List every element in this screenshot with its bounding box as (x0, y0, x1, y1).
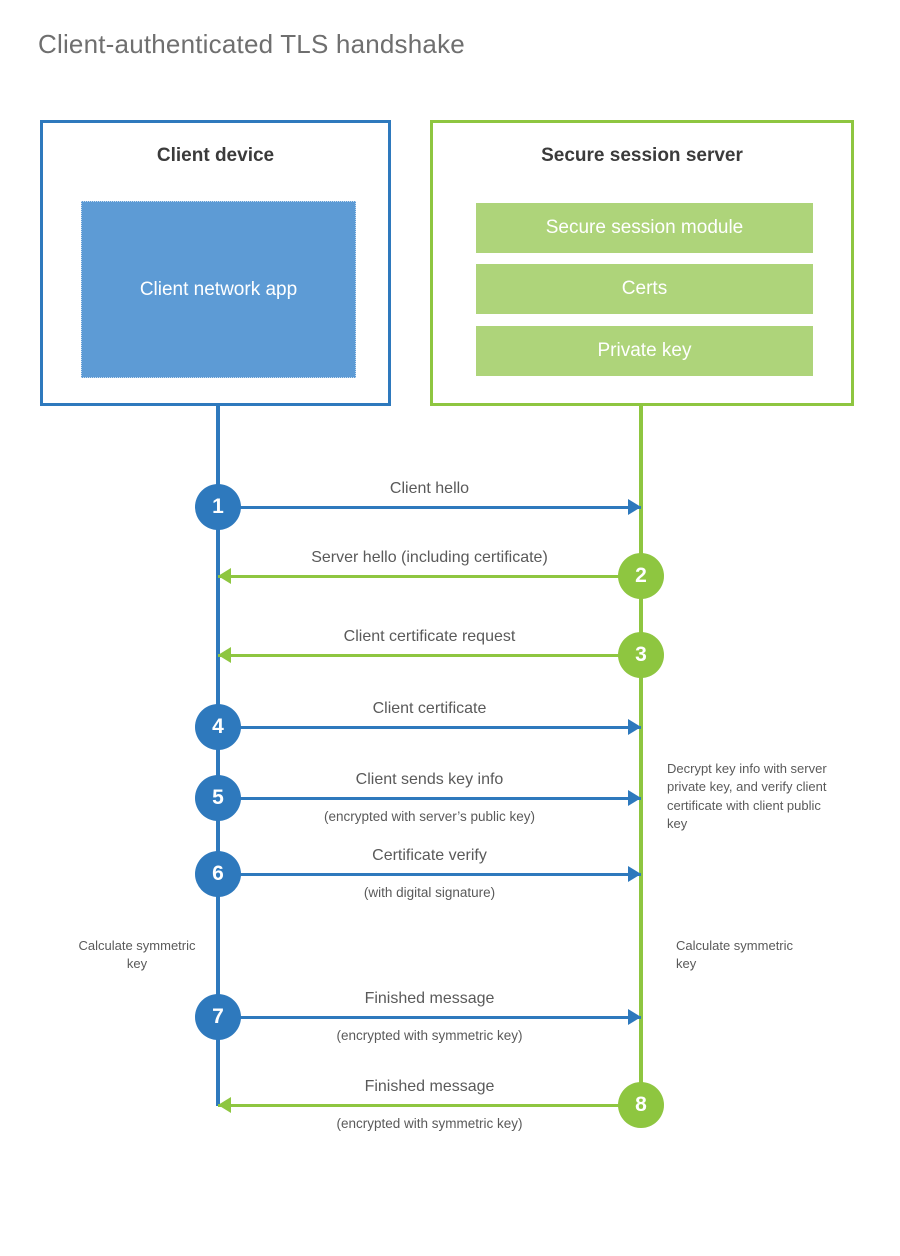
message-arrowhead-4 (628, 719, 641, 735)
message-label-2: Server hello (including certificate) (311, 549, 548, 566)
secure-session-server-title: Secure session server (541, 145, 743, 166)
client-device-panel: Client device Client network app (40, 120, 391, 406)
message-line-2 (218, 575, 641, 578)
step-circle-7[interactable]: 7 (195, 994, 241, 1040)
server-lifeline (639, 406, 643, 1106)
message-label-1: Client hello (389, 480, 470, 497)
step-circle-3[interactable]: 3 (618, 632, 664, 678)
message-label-8: Finished message (364, 1078, 495, 1095)
message-arrowhead-8 (218, 1097, 231, 1113)
step-circle-2[interactable]: 2 (618, 553, 664, 599)
message-line-5 (218, 797, 641, 800)
message-arrowhead-1 (628, 499, 641, 515)
step-circle-4[interactable]: 4 (195, 704, 241, 750)
step-circle-6[interactable]: 6 (195, 851, 241, 897)
message-arrowhead-6 (628, 866, 641, 882)
step-circle-1[interactable]: 1 (195, 484, 241, 530)
message-line-4 (218, 726, 641, 729)
note-server-decrypt: Decrypt key info with server private key… (667, 761, 827, 832)
server-bar-certs: Certs (476, 264, 813, 314)
secure-session-server-panel: Secure session server Secure session mod… (430, 120, 854, 406)
message-sublabel-7: (encrypted with symmetric key) (336, 1028, 523, 1043)
message-line-7 (218, 1016, 641, 1019)
note-client-calculate-symmetric-key: Calculate symmetric key (78, 938, 196, 972)
step-circle-8[interactable]: 8 (618, 1082, 664, 1128)
message-arrowhead-3 (218, 647, 231, 663)
client-device-title: Client device (156, 145, 275, 166)
message-sublabel-5: (encrypted with server’s public key) (323, 809, 536, 824)
message-arrowhead-7 (628, 1009, 641, 1025)
message-arrowhead-5 (628, 790, 641, 806)
message-line-8 (218, 1104, 641, 1107)
message-sublabel-8: (encrypted with symmetric key) (336, 1116, 523, 1131)
message-line-3 (218, 654, 641, 657)
step-circle-5[interactable]: 5 (195, 775, 241, 821)
message-label-4: Client certificate (372, 700, 487, 717)
note-server-calculate-symmetric-key: Calculate symmetric key (676, 938, 794, 972)
server-bar-private-key: Private key (476, 326, 813, 376)
message-arrowhead-2 (218, 568, 231, 584)
message-line-1 (218, 506, 641, 509)
message-sublabel-6: (with digital signature) (363, 885, 496, 900)
message-label-3: Client certificate request (343, 628, 516, 645)
message-label-6: Certificate verify (372, 847, 487, 864)
server-bar-secure-session-module: Secure session module (476, 203, 813, 253)
client-lifeline (216, 406, 220, 1106)
message-label-5: Client sends key info (355, 771, 504, 788)
message-line-6 (218, 873, 641, 876)
page-title: Client-authenticated TLS handshake (38, 29, 465, 59)
client-network-app-block: Client network app (81, 201, 356, 378)
message-label-7: Finished message (364, 990, 495, 1007)
